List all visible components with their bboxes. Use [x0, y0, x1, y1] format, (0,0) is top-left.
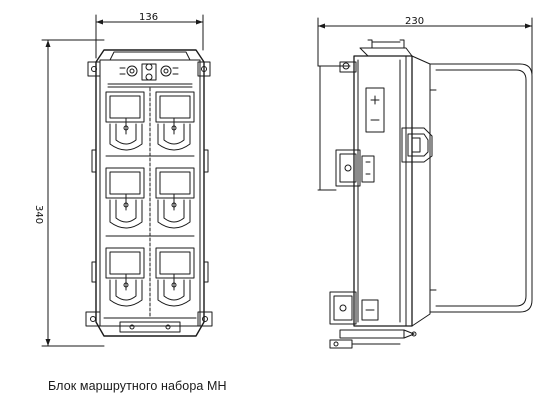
width-label: 136	[139, 12, 158, 23]
height-label: 340	[33, 205, 44, 224]
figure-caption: Блок маршрутного набора МН	[48, 379, 227, 393]
depth-dimension: 230	[317, 16, 533, 75]
depth-label: 230	[405, 16, 424, 27]
module-row-1	[105, 91, 195, 157]
module-row-2	[105, 167, 195, 237]
module-row-3	[105, 247, 195, 307]
side-view: 230	[317, 16, 533, 349]
width-dimension: 136	[95, 12, 204, 59]
height-dimension: 340	[33, 39, 105, 347]
front-view: 136 340	[33, 12, 213, 347]
